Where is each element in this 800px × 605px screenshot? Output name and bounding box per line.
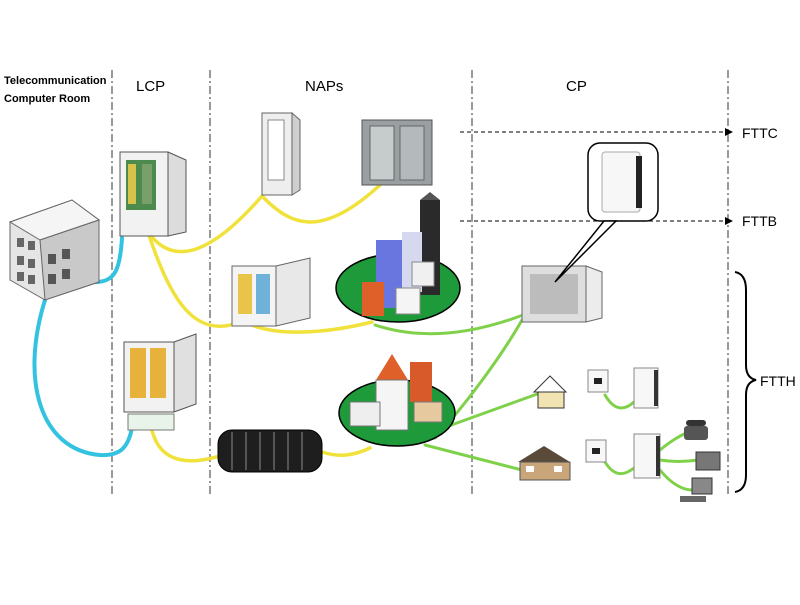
feeder-cables	[32, 236, 134, 458]
computer-icon	[680, 477, 713, 502]
fttb-label: FTTB	[742, 213, 777, 229]
nap-outdoor-cabinet	[361, 119, 433, 186]
splice-closure	[217, 429, 323, 473]
room-header-line2: Computer Room	[4, 93, 91, 105]
cp-header: CP	[566, 78, 587, 95]
lcp-header: LCP	[136, 78, 166, 95]
nap-wall-box	[231, 257, 311, 327]
lcp-cabinet-bottom	[123, 333, 197, 431]
tv-icon	[695, 451, 721, 471]
house-small	[532, 375, 568, 409]
city-business-area	[335, 192, 461, 323]
town-residential-area	[338, 354, 456, 447]
distribution-cables	[146, 183, 382, 463]
telephone-icon	[684, 420, 708, 440]
wall-outlet-bottom	[585, 439, 607, 463]
room-header-line1: Telecommunication	[4, 75, 107, 87]
ont-bottom	[633, 433, 661, 479]
room-header: Telecommunication Computer Room	[4, 72, 106, 108]
ftth-label: FTTH	[760, 373, 796, 389]
wall-outlet-top	[587, 369, 609, 393]
lcp-cabinet-top	[119, 151, 187, 237]
ftth-brace	[734, 271, 757, 493]
central-office-building	[8, 199, 101, 301]
cp-cabinet	[521, 265, 603, 323]
fttc-label: FTTC	[742, 125, 778, 141]
zone-dividers	[111, 70, 729, 495]
naps-header: NAPs	[305, 78, 344, 95]
house-large	[518, 446, 571, 481]
ont-top	[633, 367, 659, 409]
nap-tall-cabinet	[261, 111, 301, 196]
terminal-callout	[554, 142, 659, 283]
